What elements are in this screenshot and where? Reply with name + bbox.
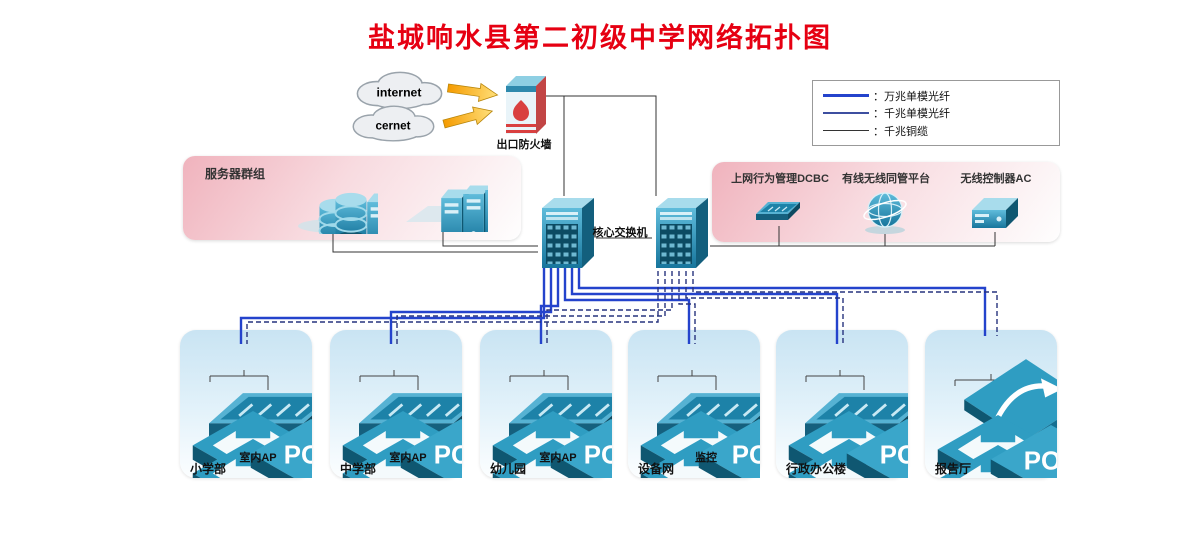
uplink-arrow-icons (442, 82, 499, 129)
cernet-cloud-label: cernet (375, 119, 410, 132)
behavior-manager-icon (756, 198, 802, 228)
server-cluster-icon (298, 172, 378, 234)
legend-label: ：千兆铜缆 (873, 125, 928, 138)
server-icon (463, 185, 488, 232)
building-box-admin-building: 行政办公楼 (776, 330, 908, 478)
server-icon (367, 193, 378, 234)
database-icon (336, 193, 367, 234)
firewall-label: 出口防火墙 (496, 139, 552, 151)
building-devices (330, 370, 462, 478)
building-label: 中学部 (340, 462, 377, 476)
building-box-lecture-hall: 报告厅 (925, 330, 1057, 478)
building-sublabel: 监控 (695, 452, 717, 464)
core-switch-label: 核心交换机 (592, 227, 648, 239)
building-label: 设备网 (638, 462, 675, 476)
cernet-cloud-icon: cernet (346, 104, 440, 143)
building-devices (776, 370, 908, 478)
mgmt-label-wireless-platform: 有线无线同管平台 (842, 173, 930, 185)
legend-line-10g (823, 94, 869, 97)
building-devices (925, 330, 1057, 478)
building-sublabel: 室内AP (239, 452, 277, 464)
fiber-1g-links (246, 255, 998, 344)
building-devices (628, 370, 760, 478)
legend: ：万兆单模光纤 ：千兆单模光纤 ：千兆铜缆 (812, 80, 1060, 146)
firewall-icon (500, 74, 548, 136)
mgmt-label-ac: 无线控制器AC (960, 173, 1032, 185)
legend-row-copper: ：千兆铜缆 (823, 123, 1049, 138)
legend-row-10g: ：万兆单模光纤 (823, 88, 1049, 103)
building-box-device-network: 设备网 监控 (628, 330, 760, 478)
legend-line-1g-fiber (823, 112, 869, 114)
fiber-10g-links (239, 255, 987, 344)
building-devices (180, 370, 312, 478)
building-sublabel: 室内AP (539, 452, 577, 464)
copper-links (332, 95, 996, 253)
wireless-platform-globe-icon (860, 188, 910, 236)
legend-label: ：千兆单模光纤 (873, 108, 950, 120)
legend-row-1g-fiber: ：千兆单模光纤 (823, 106, 1049, 121)
building-label: 幼儿园 (490, 462, 527, 476)
building-sublabel: 室内AP (389, 452, 427, 464)
building-devices (480, 370, 612, 478)
legend-label: ：万兆单模光纤 (873, 90, 950, 103)
internet-cloud-icon: internet (350, 70, 448, 111)
core-switch-icon (652, 196, 710, 270)
internet-cloud-label: internet (377, 86, 422, 100)
mgmt-label-dcbc: 上网行为管理DCBC (731, 173, 829, 185)
legend-line-copper (823, 130, 869, 131)
building-label: 行政办公楼 (786, 462, 847, 476)
server-group-label: 服务器群组 (205, 167, 266, 181)
server-rack-icon (406, 170, 488, 232)
wireless-controller-icon (970, 196, 1020, 234)
building-label: 报告厅 (935, 462, 972, 476)
page-title: 盐城响水县第二初级中学网络拓扑图 (368, 23, 832, 53)
building-box-primary-school: 小学部 室内AP (180, 330, 312, 478)
building-box-kindergarten: 幼儿园 室内AP (480, 330, 612, 478)
building-label: 小学部 (190, 462, 227, 476)
building-box-middle-school: 中学部 室内AP (330, 330, 462, 478)
